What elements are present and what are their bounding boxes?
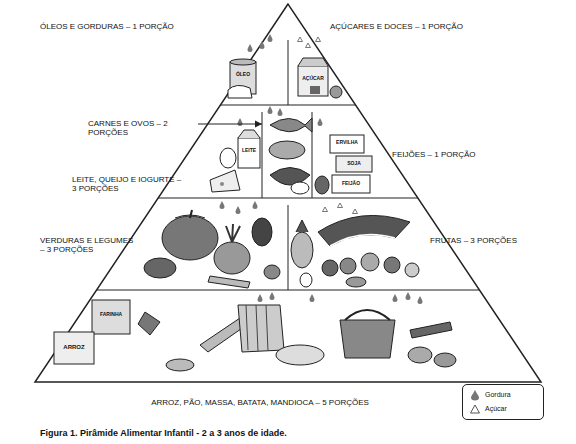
package-text: SOJA xyxy=(336,161,372,167)
group-label: CARNES E OVOS – 2 PORÇÕES xyxy=(88,119,198,137)
sugar-symbol xyxy=(469,403,481,415)
package-text: ERVILHA xyxy=(330,140,364,146)
package-text: ÓLEO xyxy=(231,72,255,78)
figure-caption: Figura 1. Pirâmide Alimentar Infantil - … xyxy=(40,428,440,438)
legend-box: GorduraAçúcar xyxy=(462,384,544,420)
package-text: FARINHA xyxy=(92,312,130,318)
group-label: FEIJÕES – 1 PORÇÃO xyxy=(392,150,522,159)
fat-symbol xyxy=(469,389,481,401)
group-label: FRUTAS – 3 PORÇÕES xyxy=(430,236,540,245)
package-text: AÇÚCAR xyxy=(298,76,328,82)
group-label: LEITE, QUEIJO E IOGURTE – 3 PORÇÕES xyxy=(72,175,187,193)
group-label: ÓLEOS E GORDURAS – 1 PORÇÃO xyxy=(40,22,215,31)
group-label: VERDURAS E LEGUMES – 3 PORÇÕES xyxy=(40,236,140,254)
package-text: ARROZ xyxy=(54,344,94,351)
group-label: AÇÚCARES E DOCES – 1 PORÇÃO xyxy=(330,22,540,31)
group-label: ARROZ, PÃO, MASSA, BATATA, MANDIOCA – 5 … xyxy=(90,398,430,407)
package-text: FEIJÃO xyxy=(332,181,370,187)
legend-text: Açúcar xyxy=(485,405,507,412)
package-text: LEITE xyxy=(238,148,260,154)
legend-text: Gordura xyxy=(485,391,511,398)
